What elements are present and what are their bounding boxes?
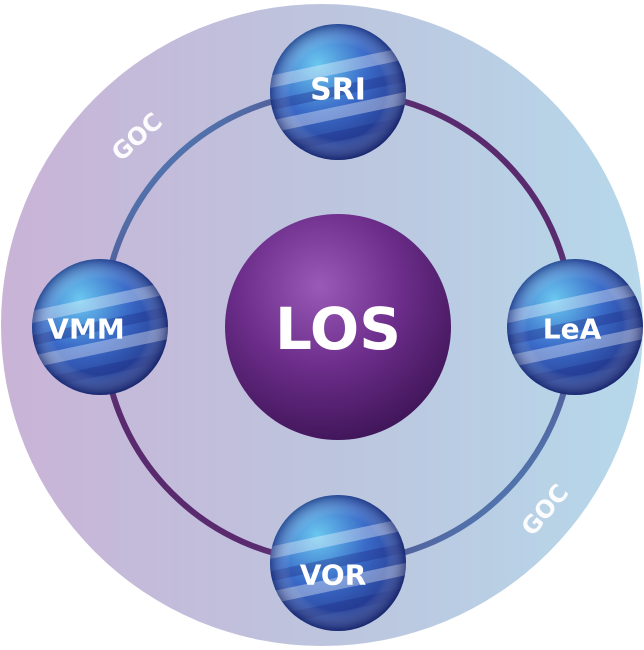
node-top: SRI [270, 24, 406, 160]
node-right: LeA [507, 259, 643, 395]
node-bottom: VOR [270, 495, 406, 631]
center-label: LOS [275, 295, 401, 363]
node-top-label: SRI [310, 73, 366, 108]
node-bottom-label: VOR [300, 559, 367, 592]
center-node: LOS [225, 214, 451, 440]
node-left-label: VMM [47, 313, 124, 346]
node-right-label: LeA [543, 313, 602, 346]
node-left: VMM [32, 259, 168, 395]
